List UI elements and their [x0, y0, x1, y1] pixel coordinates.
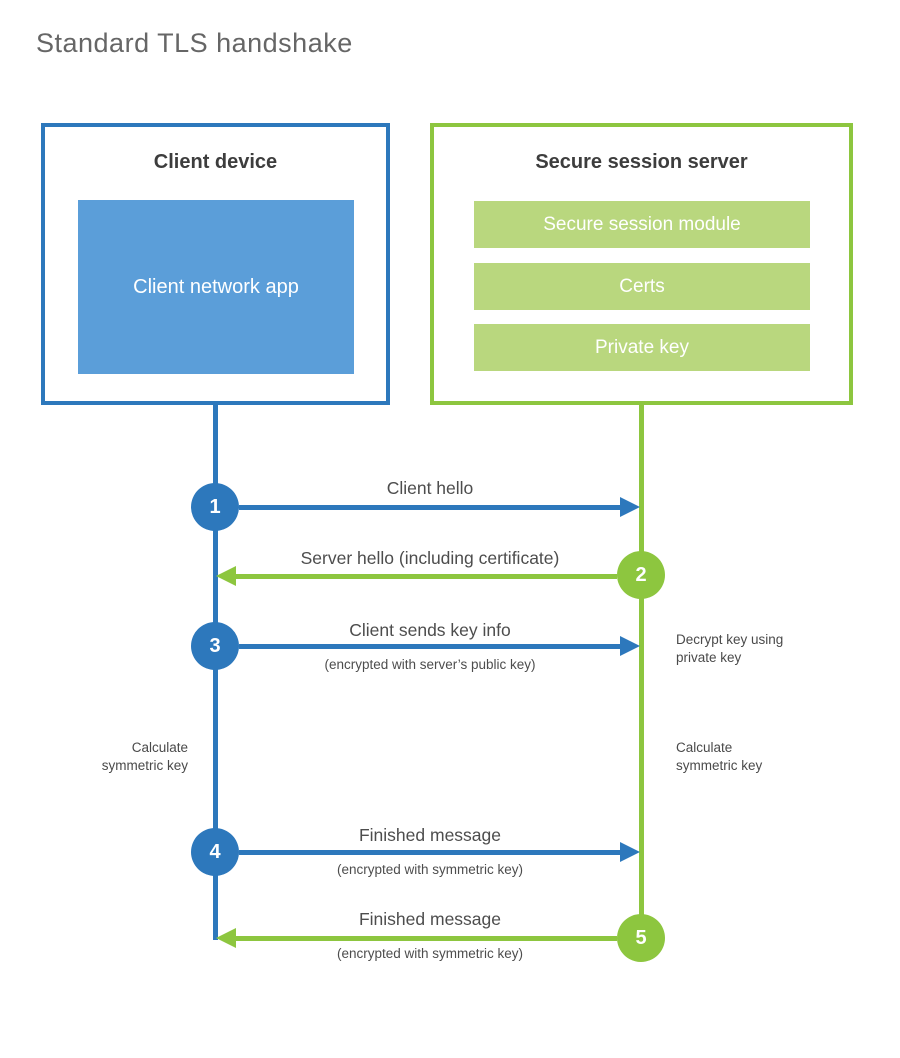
arrow-finished-server: [234, 936, 617, 941]
client-device-box: Client device Client network app: [41, 123, 390, 405]
client-box-title: Client device: [153, 151, 278, 173]
step-marker-4: 4: [191, 828, 239, 876]
arrow-finished-client: [239, 850, 622, 855]
arrow-client-hello: [239, 505, 622, 510]
arrowhead-right-icon: [620, 497, 640, 517]
arrowhead-left-icon: [216, 928, 236, 948]
msg-finished-server-sub: (encrypted with symmetric key): [336, 946, 524, 961]
client-lifeline: [213, 403, 218, 940]
arrow-client-key-info: [239, 644, 622, 649]
client-network-app-label: Client network app: [133, 276, 299, 298]
note-calculate-symmetric-key-server: Calculate symmetric key: [676, 740, 763, 773]
server-lifeline: [639, 403, 644, 940]
server-module-secure-session: Secure session module: [474, 201, 810, 248]
msg-client-key-info: Client sends key info: [349, 620, 511, 640]
msg-client-hello: Client hello: [386, 478, 474, 498]
step-marker-3: 3: [191, 622, 239, 670]
arrowhead-left-icon: [216, 566, 236, 586]
msg-finished-client: Finished message: [358, 825, 502, 845]
step-marker-1: 1: [191, 483, 239, 531]
server-module-private-key: Private key: [474, 324, 810, 371]
arrowhead-right-icon: [620, 842, 640, 862]
server-module-certs: Certs: [474, 263, 810, 310]
msg-finished-client-sub: (encrypted with symmetric key): [336, 862, 524, 877]
arrowhead-right-icon: [620, 636, 640, 656]
note-decrypt-key: Decrypt key using private key: [676, 632, 784, 665]
step-marker-2: 2: [617, 551, 665, 599]
server-box-title: Secure session server: [535, 151, 748, 173]
client-network-app-rect: Client network app: [78, 200, 354, 374]
arrow-server-hello: [234, 574, 617, 579]
step-marker-5: 5: [617, 914, 665, 962]
msg-client-key-info-sub: (encrypted with server’s public key): [324, 657, 536, 672]
note-calculate-symmetric-key-client: Calculate symmetric key: [101, 740, 188, 773]
secure-session-server-box: Secure session server Secure session mod…: [430, 123, 853, 405]
page-title: Standard TLS handshake: [36, 28, 353, 58]
msg-finished-server: Finished message: [358, 909, 502, 929]
msg-server-hello: Server hello (including certificate): [300, 548, 560, 568]
